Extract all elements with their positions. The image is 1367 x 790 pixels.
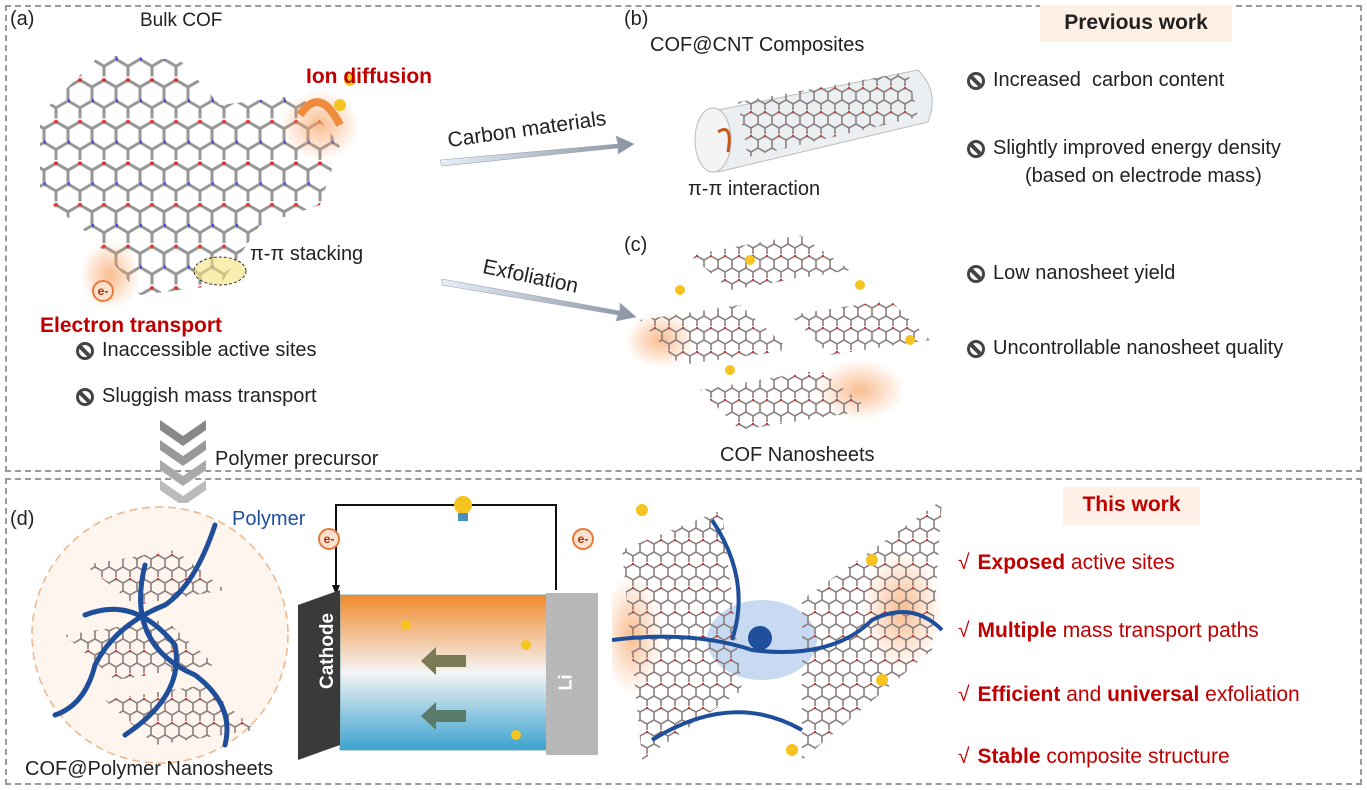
prohibited-icon	[967, 265, 985, 283]
previous-item-text: Slightly improved energy density	[993, 137, 1281, 159]
prohibited-icon	[967, 140, 985, 158]
issue-text: Sluggish mass transport	[102, 385, 317, 407]
issue-sluggish: Sluggish mass transport	[76, 385, 317, 408]
previous-item-text: Uncontrollable nanosheet quality	[993, 337, 1284, 359]
previous-item: Low nanosheet yield	[967, 262, 1175, 285]
previous-work-box	[5, 5, 1362, 472]
cathode-label: Cathode	[317, 613, 338, 689]
exfoliation-arrow-icon	[441, 278, 637, 322]
prohibited-icon	[76, 342, 94, 360]
light-bulb-icon	[454, 496, 472, 521]
check-icon: √	[958, 619, 970, 642]
benefit-text: Efficient and universal exfoliation	[978, 683, 1300, 707]
previous-item-text: Increased carbon content	[993, 69, 1225, 91]
benefit-item: √ Multiple mass transport paths	[958, 619, 1259, 643]
check-icon: √	[958, 551, 970, 574]
bulk-cof-title: Bulk COF	[140, 10, 223, 31]
benefit-bold: Multiple	[977, 619, 1057, 642]
panel-c-label: (c)	[624, 234, 648, 256]
polymer-label: Polymer	[232, 508, 306, 530]
benefit-text: Multiple mass transport paths	[978, 619, 1259, 643]
pi-stacking-label: π-π stacking	[250, 243, 364, 265]
check-icon: √	[958, 683, 970, 706]
benefit-bold: universal	[1107, 683, 1200, 706]
cof-cnt-title: COF@CNT Composites	[650, 34, 865, 56]
benefit-item: √ Stable composite structure	[958, 745, 1230, 769]
previous-item: Slightly improved energy density	[967, 137, 1281, 160]
panel-d-label: (d)	[10, 508, 35, 530]
bulk-cof-illustration	[40, 55, 360, 305]
electron-icon: e-	[92, 280, 114, 302]
benefit-mid: and	[1060, 683, 1108, 706]
previous-item-note: (based on electrode mass)	[1025, 165, 1262, 187]
electron-icon: e-	[318, 528, 340, 550]
ion-diffusion-label: Ion diffusion	[306, 65, 432, 88]
cof-cnt-illustration	[694, 69, 933, 173]
previous-work-header: Previous work	[1040, 5, 1232, 42]
chevron-down-arrows-icon	[160, 420, 206, 503]
prohibited-icon	[967, 72, 985, 90]
benefit-rest: exfoliation	[1199, 683, 1300, 706]
electron-transport-label: Electron transport	[40, 314, 223, 337]
benefit-text: Stable composite structure	[978, 745, 1230, 769]
this-work-box	[5, 478, 1362, 785]
benefit-item: √ Efficient and universal exfoliation	[958, 683, 1300, 707]
benefit-bold: Efficient	[977, 683, 1061, 706]
electron-icon: e-	[572, 528, 594, 550]
cof-nanosheets-illustration	[625, 235, 930, 430]
benefit-item: √ Exposed active sites	[958, 551, 1175, 575]
cof-nanosheets-title: COF Nanosheets	[720, 444, 875, 466]
benefit-rest: active sites	[1065, 551, 1175, 574]
panel-b-label: (b)	[624, 8, 649, 30]
prohibited-icon	[967, 340, 985, 358]
pi-interaction-label: π-π interaction	[688, 178, 821, 200]
panel-a-label: (a)	[10, 8, 35, 30]
benefit-text: Exposed active sites	[978, 551, 1175, 575]
cof-polymer-illustration	[31, 506, 289, 764]
prohibited-icon	[76, 388, 94, 406]
exfoliated-network-illustration	[612, 500, 944, 760]
issue-inaccessible: Inaccessible active sites	[76, 339, 317, 362]
carbon-arrow-icon	[439, 135, 635, 167]
benefit-rest: mass transport paths	[1056, 619, 1259, 642]
previous-item: Increased carbon content	[967, 69, 1224, 92]
check-icon: √	[958, 745, 970, 768]
benefit-bold: Stable	[977, 745, 1041, 768]
polymer-precursor-label: Polymer precursor	[215, 448, 379, 470]
benefit-rest: composite structure	[1040, 745, 1230, 768]
benefit-bold: Exposed	[977, 551, 1066, 574]
previous-item: Uncontrollable nanosheet quality	[967, 337, 1283, 360]
this-work-header: This work	[1063, 487, 1200, 525]
li-anode-label: Li	[555, 674, 576, 691]
previous-item-text: Low nanosheet yield	[993, 262, 1176, 284]
battery-illustration	[298, 504, 598, 760]
issue-text: Inaccessible active sites	[102, 339, 317, 361]
cof-polymer-caption: COF@Polymer Nanosheets	[25, 758, 274, 780]
